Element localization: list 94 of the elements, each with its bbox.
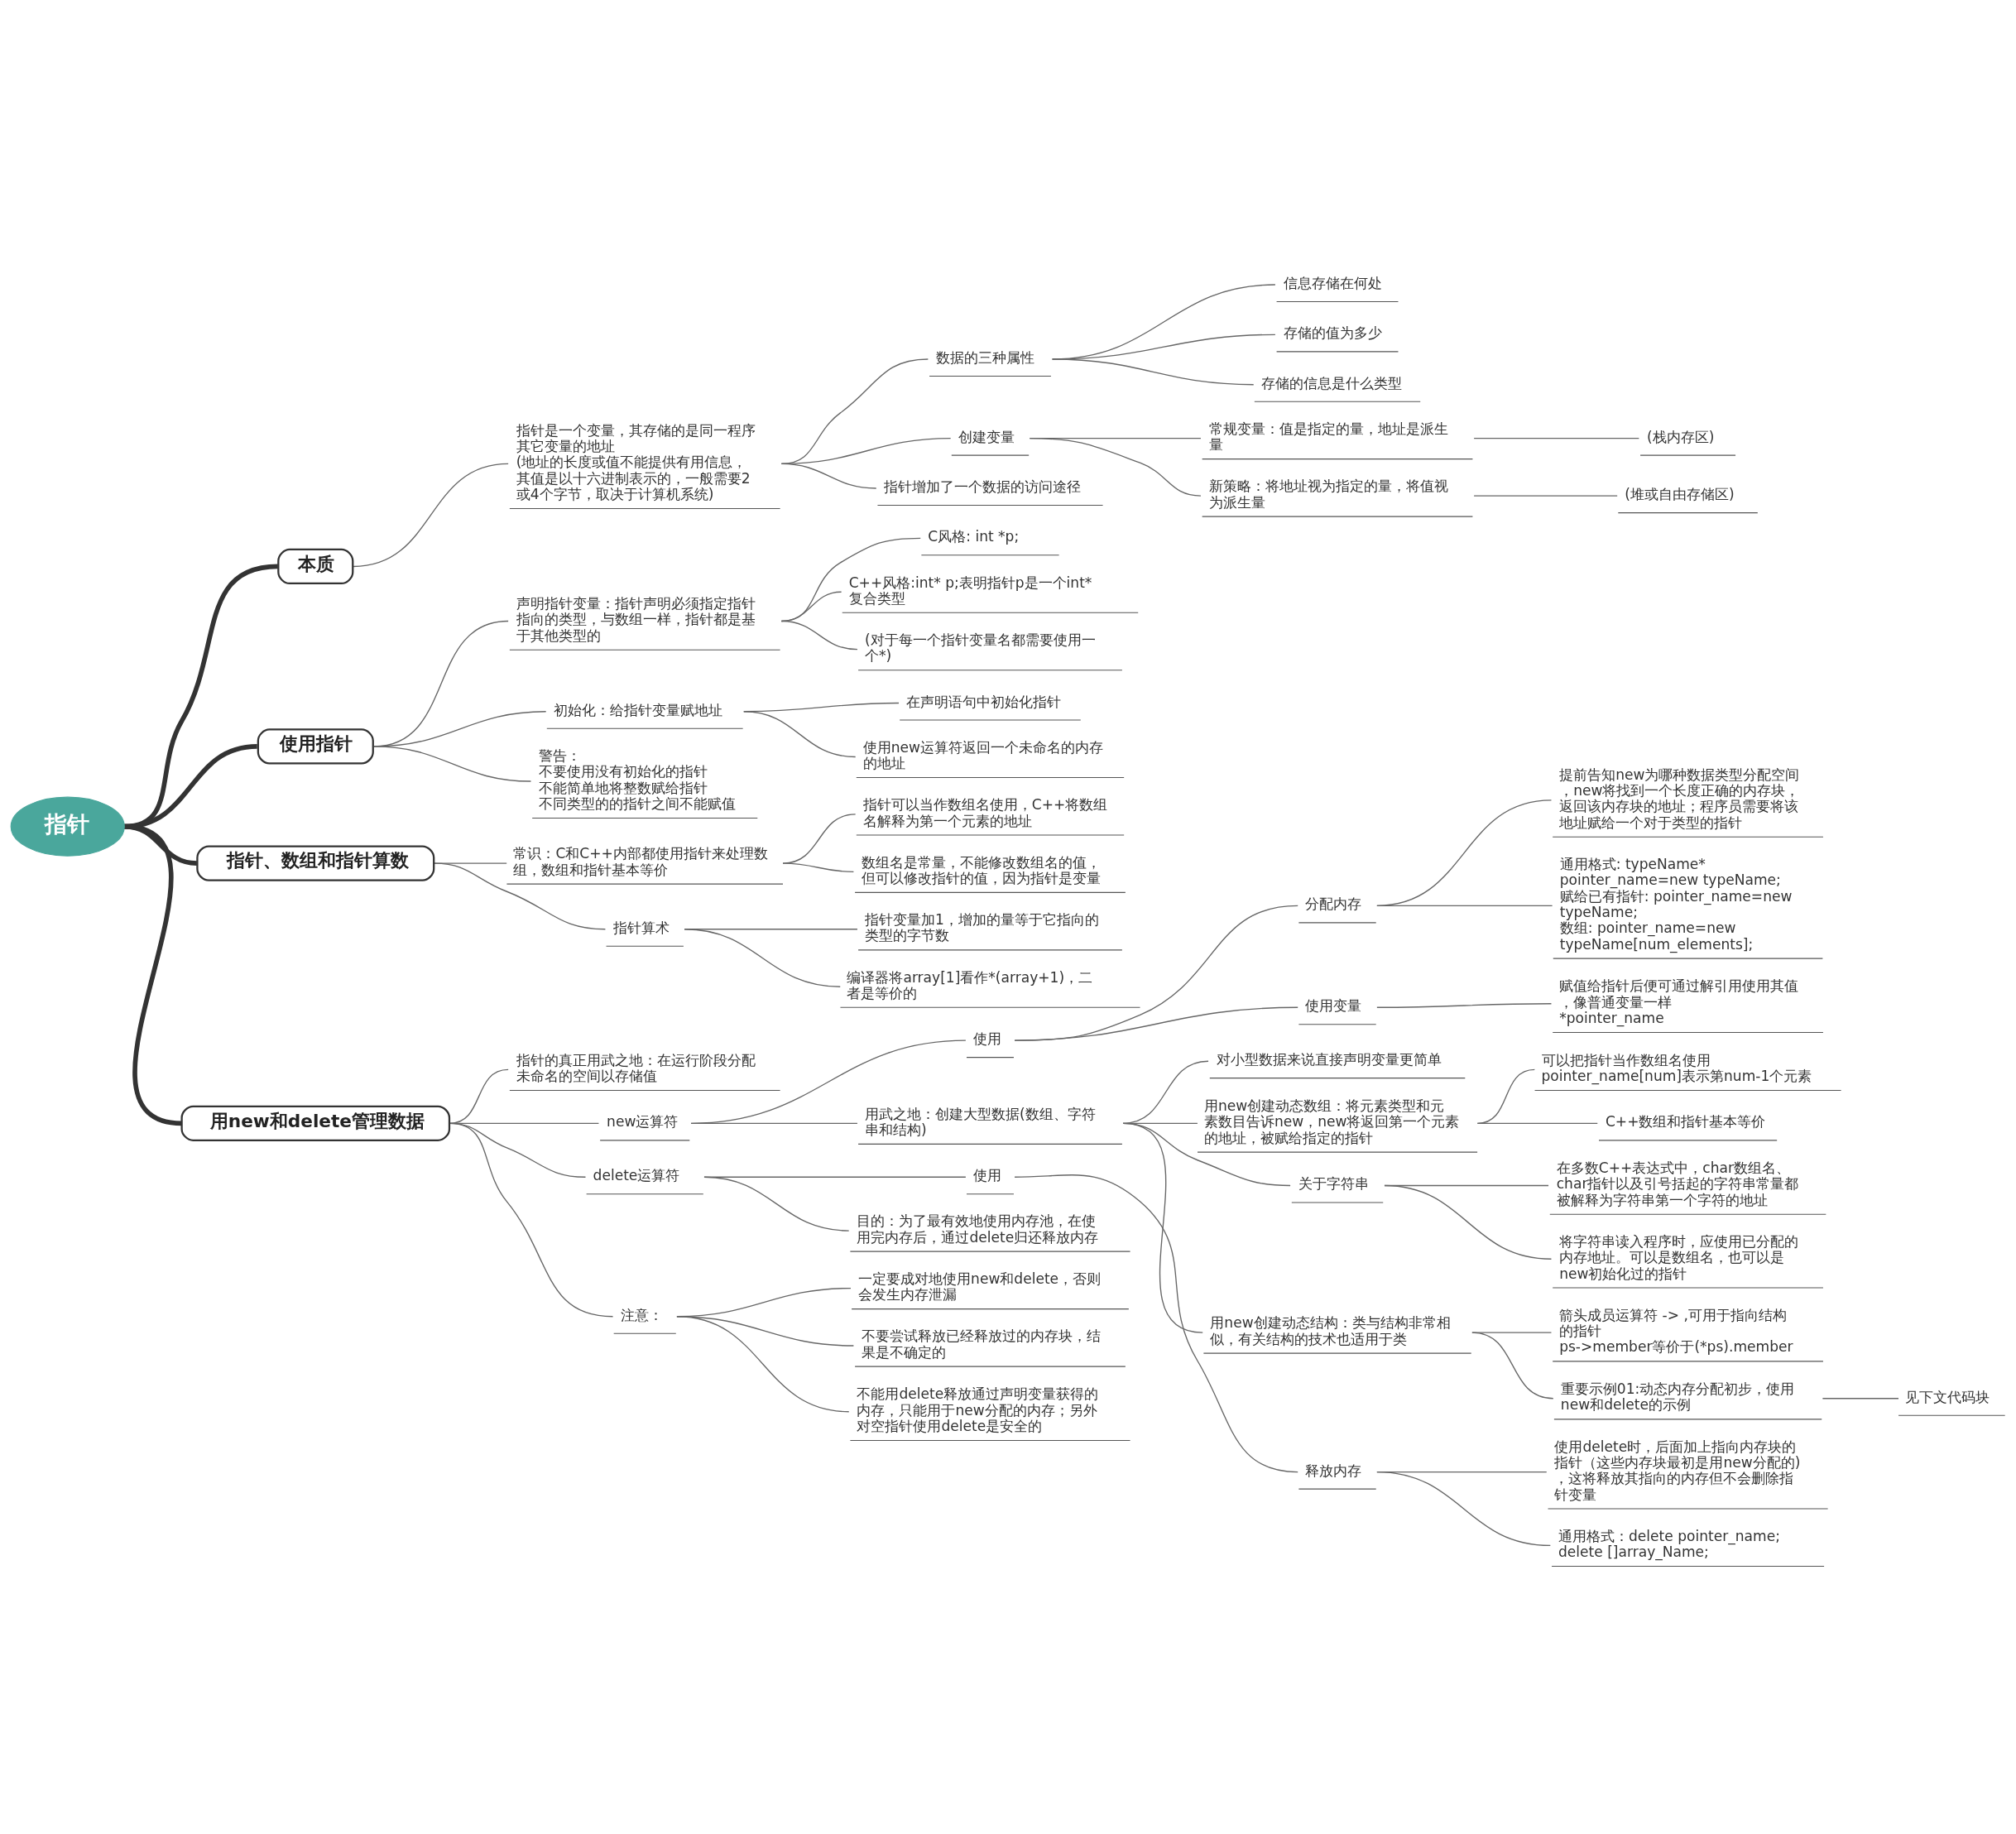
- node-text: 见下文代码块: [1905, 1388, 1990, 1405]
- node-text: 新策略：将地址视为指定的量，将值视为派生量: [1208, 478, 1448, 511]
- node-text: 数组名是常量，不能修改数组名的值，但可以修改指针的值，因为指针是变量: [862, 853, 1102, 887]
- node-text: 不要尝试释放已经释放过的内存块，结果是不确定的: [862, 1327, 1102, 1361]
- node-text: 使用: [972, 1167, 1001, 1184]
- connector: [1014, 1174, 1298, 1473]
- connector: [782, 862, 855, 873]
- connector: [1822, 1398, 1899, 1400]
- node-text: 存储的信息是什么类型: [1260, 374, 1402, 391]
- node-text: 常规变量：值是指定的量，地址是派生量: [1208, 420, 1448, 454]
- node-text: 注意：: [620, 1306, 663, 1323]
- node-text: (堆或自由存储区): [1625, 486, 1735, 503]
- connector: [1122, 1122, 1203, 1333]
- node-text: 在声明语句中初始化指针: [906, 693, 1062, 710]
- connector: [449, 1122, 614, 1318]
- connector: [684, 929, 842, 987]
- connector: [1476, 1068, 1536, 1125]
- node-box: 本质: [277, 548, 354, 585]
- node-text: 不能用delete释放通过声明变量获得的内存，只能用于new分配的内存；另外对空指针使用delete是安全的: [857, 1385, 1099, 1435]
- node-text: 指针的真正用武之地：在运行阶段分配未命名的空间以存储值: [516, 1051, 756, 1085]
- node-ellipse: 指针: [10, 796, 125, 857]
- connector: [690, 1122, 858, 1125]
- node-text: 指针是一个变量，其存储的是同一程序其它变量的地址 (地址的长度或值不能提供有用信息，其值是以十六进制表示的，一般需要2或4个字节，取决于计算机系统): [516, 421, 756, 503]
- node-text: 使用: [972, 1030, 1001, 1048]
- node-text: 赋值给指针后便可通过解引用使用其值，像普通变量一样 *pointer_name: [1559, 977, 1799, 1027]
- node-box: 指针、数组和指针算数: [196, 845, 435, 881]
- connector: [1476, 1122, 1598, 1125]
- connector: [1014, 1006, 1298, 1041]
- connector: [1376, 1003, 1553, 1008]
- node-text: 可以把指针当作数组名使用pointer_name[num]表示第num-1个元素: [1541, 1051, 1812, 1085]
- node-text: 使用new运算符返回一个未命名的内存的地址: [862, 738, 1104, 772]
- node-text: 关于字符串: [1298, 1175, 1369, 1193]
- connector: [1376, 1471, 1552, 1547]
- node-text: 用new创建动态数组：将元素类型和元素数目告诉new，new将返回第一个元素的地址，被赋给指定的指针: [1203, 1097, 1460, 1146]
- node-text: 信息存储在何处: [1283, 275, 1382, 292]
- node-text: 声明指针变量：指针声明必须指定指针指向的类型，与数组一样，指针都是基于其他类型的: [516, 595, 756, 644]
- connector: [1471, 1332, 1553, 1333]
- connector: [780, 463, 877, 489]
- node-text: 数据的三种属性: [936, 348, 1035, 366]
- node-text: 箭头成员运算符 -> ,可用于指向结构的指针 ps->member等价于(*ps).member: [1559, 1306, 1793, 1356]
- node-text: C++数组和指针基本等价: [1605, 1113, 1766, 1131]
- connector: [1029, 437, 1202, 497]
- node-text: 释放内存: [1305, 1462, 1362, 1479]
- node-text: 一定要成对地使用new和delete，否则会发生内存泄漏: [858, 1270, 1102, 1303]
- connector: [1014, 905, 1298, 1041]
- connector: [449, 1068, 509, 1125]
- node-text: new运算符: [607, 1113, 679, 1131]
- connector: [434, 862, 508, 864]
- node-text: 初始化：给指针变量赋地址: [553, 701, 722, 718]
- node-text: 提前告知new为哪种数据类型分配空间，new将找到一个长度正确的内存块，返回该内存块的地址；程序员需要将该地址赋给一个对于类型的指针: [1559, 766, 1800, 831]
- node-text: 指针增加了一个数据的访问途径: [884, 478, 1082, 495]
- connector: [1376, 905, 1553, 907]
- node-text: (栈内存区): [1647, 428, 1715, 445]
- node-text: 在多数C++表达式中，char数组名、char指针以及引号括起的字符串常量都被解释为字符串第一个字符的地址: [1556, 1159, 1799, 1208]
- connector: [703, 1176, 850, 1231]
- node-text: 对小型数据来说直接声明变量更简单: [1216, 1051, 1442, 1068]
- connector: [743, 711, 857, 758]
- node-text: 分配内存: [1305, 895, 1362, 913]
- node-text: 通用格式：delete pointer_name; delete []array_Name;: [1558, 1527, 1780, 1561]
- connector: [780, 620, 858, 651]
- connector: [1471, 1332, 1554, 1400]
- node-text: 重要示例01:动态内存分配初步，使用new和delete的示例: [1560, 1380, 1795, 1414]
- connector: [1122, 1060, 1209, 1125]
- node-text: C风格: int *p;: [928, 528, 1020, 545]
- node-text: 指针算术: [612, 919, 670, 936]
- node-text: 指针可以当作数组名使用，C++将数组名解释为第一个元素的地址: [862, 796, 1108, 829]
- node-text: delete运算符: [593, 1167, 680, 1184]
- node-text: 使用delete时，后面加上指向内存块的指针（这些内存块最初是用new分配的)，这将释放其指向的内存但不会删除指针变量: [1554, 1438, 1801, 1503]
- node-text: 创建变量: [958, 428, 1015, 445]
- node-text: C++风格:int* p;表明指针p是一个int*复合类型: [848, 574, 1092, 607]
- node-text: 指针变量加1，增加的量等于它指向的类型的字节数: [865, 911, 1099, 944]
- connector: [434, 862, 607, 930]
- node-box: 使用指针: [257, 728, 374, 765]
- node-text: 警告： 不要使用没有初始化的指针 不能简单地将整数赋给指针 不同类型的的指针之间不能赋值: [539, 747, 737, 813]
- node-text: 使用变量: [1305, 997, 1362, 1015]
- node-text: 将字符串读入程序时，应使用已分配的内存地址。可以是数组名，也可以是new初始化过的指针: [1559, 1232, 1799, 1282]
- connector: [1051, 358, 1255, 386]
- connector: [353, 463, 509, 568]
- node-text: 存储的值为多少: [1283, 324, 1382, 342]
- node-text: (对于每一个指针变量名都需要使用一个*): [865, 631, 1096, 665]
- node-text: 编译器将array[1]看作*(array+1)，二者是等价的: [847, 968, 1093, 1001]
- node-box: 用new和delete管理数据: [180, 1105, 451, 1141]
- connector: [1473, 495, 1618, 497]
- connector: [1376, 799, 1553, 907]
- connector: [373, 746, 532, 782]
- node-text: 目的：为了最有效地使用内存池，在使用完内存后，通过delete归还释放内存: [857, 1212, 1099, 1246]
- node-text: 常识：C和C++内部都使用指针来处理数组，数组和指针基本等价: [513, 845, 768, 878]
- node-text: 用new创建动态结构：类与结构非常相似，有关结构的技术也适用于类: [1210, 1314, 1451, 1347]
- node-text: 用武之地：创建大型数据(数组、字符串和结构): [865, 1105, 1096, 1138]
- node-text: 通用格式: typeName* pointer_name=new typeName; 赋给已有指针: pointer_name=new typeName; 数组: pointer_name=new typeName[num_elements];: [1559, 855, 1793, 953]
- connector: [676, 1316, 850, 1413]
- connector: [1473, 437, 1640, 439]
- connector: [690, 1039, 967, 1125]
- connector: [1384, 1184, 1553, 1260]
